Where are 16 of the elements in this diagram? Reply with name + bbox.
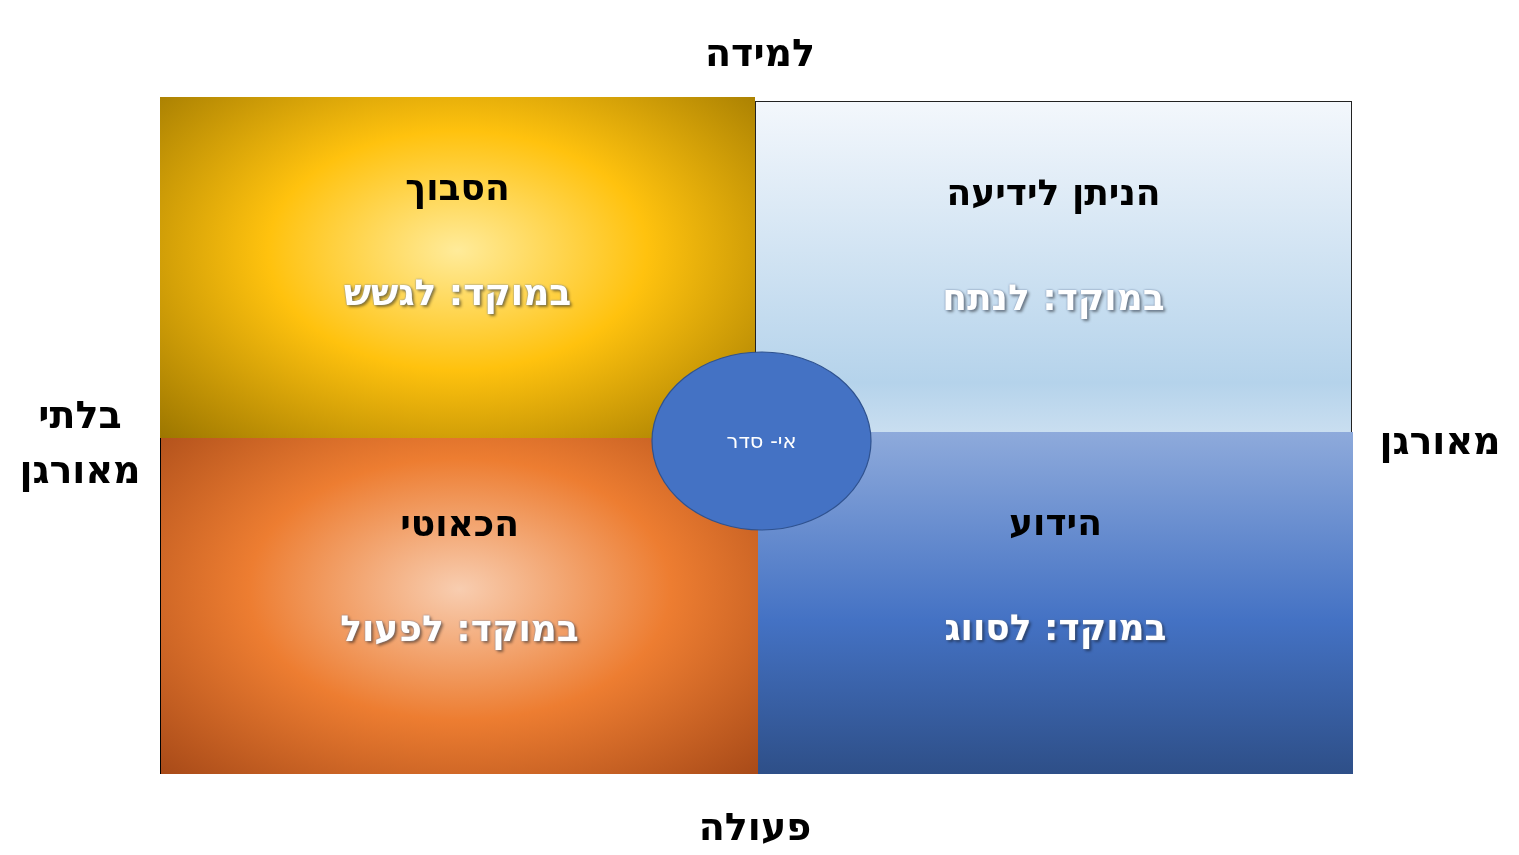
quadrant-panel [755, 101, 1352, 433]
quadrant-panel [160, 97, 755, 438]
quadrant-title: הכאוטי [400, 503, 519, 544]
focus-text: במוקד: לנתח [942, 277, 1165, 318]
axis-label: למידה [703, 30, 817, 77]
focus-text: במוקד: לפעול [340, 608, 579, 649]
quadrant-title: הסבוך [405, 167, 510, 208]
axis-label: מאורגן [1378, 418, 1502, 465]
focus-text: במוקד: לגשש [343, 272, 572, 313]
quadrant-title: הידוע [1009, 502, 1102, 543]
axis-label: בלתי מאורגן [18, 392, 142, 495]
focus-text: במוקד: לסווג [944, 607, 1167, 648]
quadrant-title: הניתן לידיעה [946, 172, 1161, 213]
center-circle [651, 351, 872, 531]
axis-label: פעולה [697, 804, 813, 851]
circle-label: אי- סדר [726, 429, 797, 453]
